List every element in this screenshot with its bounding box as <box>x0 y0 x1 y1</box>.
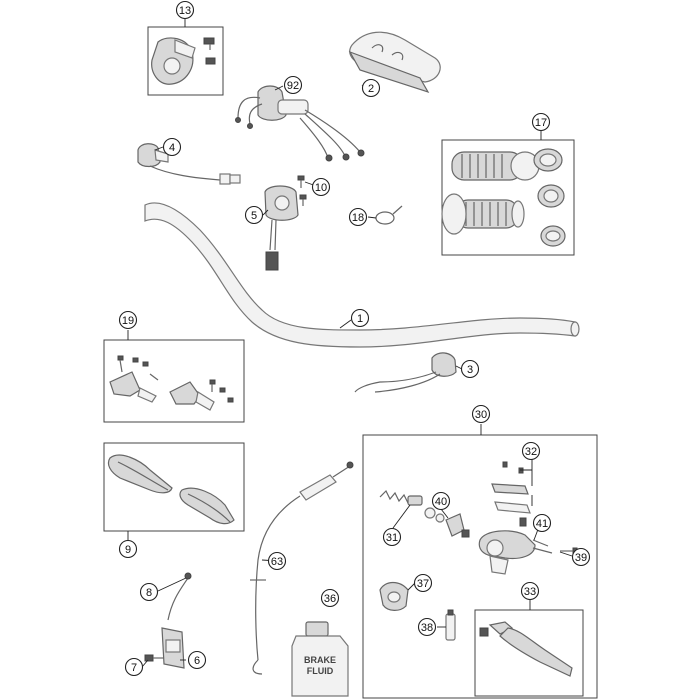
svg-text:92: 92 <box>287 80 299 92</box>
callout-13: 13 <box>175 0 195 20</box>
svg-text:41: 41 <box>536 518 548 530</box>
callout-4: 4 <box>162 137 182 157</box>
callout-10: 10 <box>311 177 331 197</box>
svg-text:37: 37 <box>417 578 429 590</box>
callout-92: 92 <box>283 75 303 95</box>
callout-30: 30 <box>471 404 491 424</box>
kill-switch-housing <box>151 37 216 85</box>
group-box-19 <box>103 339 245 423</box>
grips-set <box>441 148 566 247</box>
group-box-9 <box>103 442 245 532</box>
svg-text:5: 5 <box>251 210 257 222</box>
group-box-17 <box>441 139 575 256</box>
callout-36: 36 <box>320 588 340 608</box>
svg-text:33: 33 <box>524 586 536 598</box>
callout-37: 37 <box>413 573 433 593</box>
handlebar-end <box>570 321 580 337</box>
svg-text:38: 38 <box>421 622 433 634</box>
start-button-switch <box>137 143 241 185</box>
callout-3: 3 <box>460 359 480 379</box>
svg-text:40: 40 <box>435 496 447 508</box>
svg-text:7: 7 <box>131 662 137 674</box>
svg-text:18: 18 <box>352 212 364 224</box>
svg-text:17: 17 <box>535 117 547 129</box>
svg-text:2: 2 <box>368 83 374 95</box>
callout-7: 7 <box>124 657 144 677</box>
svg-text:32: 32 <box>525 446 537 458</box>
cable-tie <box>375 205 403 225</box>
svg-text:39: 39 <box>575 552 587 564</box>
callout-39: 39 <box>571 547 591 567</box>
brake-switch-group <box>144 572 192 669</box>
screws-10 <box>297 175 307 206</box>
svg-text:63: 63 <box>271 556 283 568</box>
handguards <box>107 454 235 525</box>
svg-text:3: 3 <box>467 364 473 376</box>
brake-fluid-label-line2: FLUID <box>307 666 334 676</box>
callout-2: 2 <box>361 78 381 98</box>
group-box-13 <box>147 26 224 96</box>
svg-text:13: 13 <box>179 5 191 17</box>
callout-6: 6 <box>187 650 207 670</box>
map-switch <box>264 185 299 271</box>
group-box-30 <box>362 434 598 699</box>
callout-19: 19 <box>118 310 138 330</box>
brake-cylinder-group <box>379 461 578 677</box>
throttle-assembly <box>235 85 365 162</box>
svg-text:31: 31 <box>386 532 398 544</box>
callout-5: 5 <box>244 205 264 225</box>
callout-9: 9 <box>118 539 138 559</box>
callout-17: 17 <box>531 112 551 132</box>
callout-32: 31 <box>382 527 402 547</box>
callout-1: 1 <box>350 308 370 328</box>
handlebar-pad <box>348 31 441 94</box>
group-box-31 <box>474 609 584 697</box>
callout-31: 33 <box>520 581 540 601</box>
clutch-switch <box>354 352 457 393</box>
callout-18: 18 <box>348 207 368 227</box>
svg-text:4: 4 <box>169 142 175 154</box>
svg-text:19: 19 <box>122 315 134 327</box>
callout-33: 32 <box>521 441 541 461</box>
svg-text:8: 8 <box>146 587 152 599</box>
lever-clamps <box>109 355 234 411</box>
svg-text:1: 1 <box>357 313 363 325</box>
svg-text:30: 30 <box>475 409 487 421</box>
svg-text:10: 10 <box>315 182 327 194</box>
hot-start-cable <box>250 461 354 675</box>
callout-63: 63 <box>267 551 287 571</box>
brake-fluid-bottle: BRAKE FLUID <box>291 621 349 697</box>
callout-8: 8 <box>139 582 159 602</box>
svg-text:36: 36 <box>324 593 336 605</box>
brake-fluid-label-line1: BRAKE <box>304 655 336 665</box>
callout-38: 38 <box>417 617 437 637</box>
callout-41: 41 <box>532 513 552 533</box>
callout-40: 40 <box>431 491 451 511</box>
svg-text:9: 9 <box>125 544 131 556</box>
svg-text:6: 6 <box>194 655 200 667</box>
